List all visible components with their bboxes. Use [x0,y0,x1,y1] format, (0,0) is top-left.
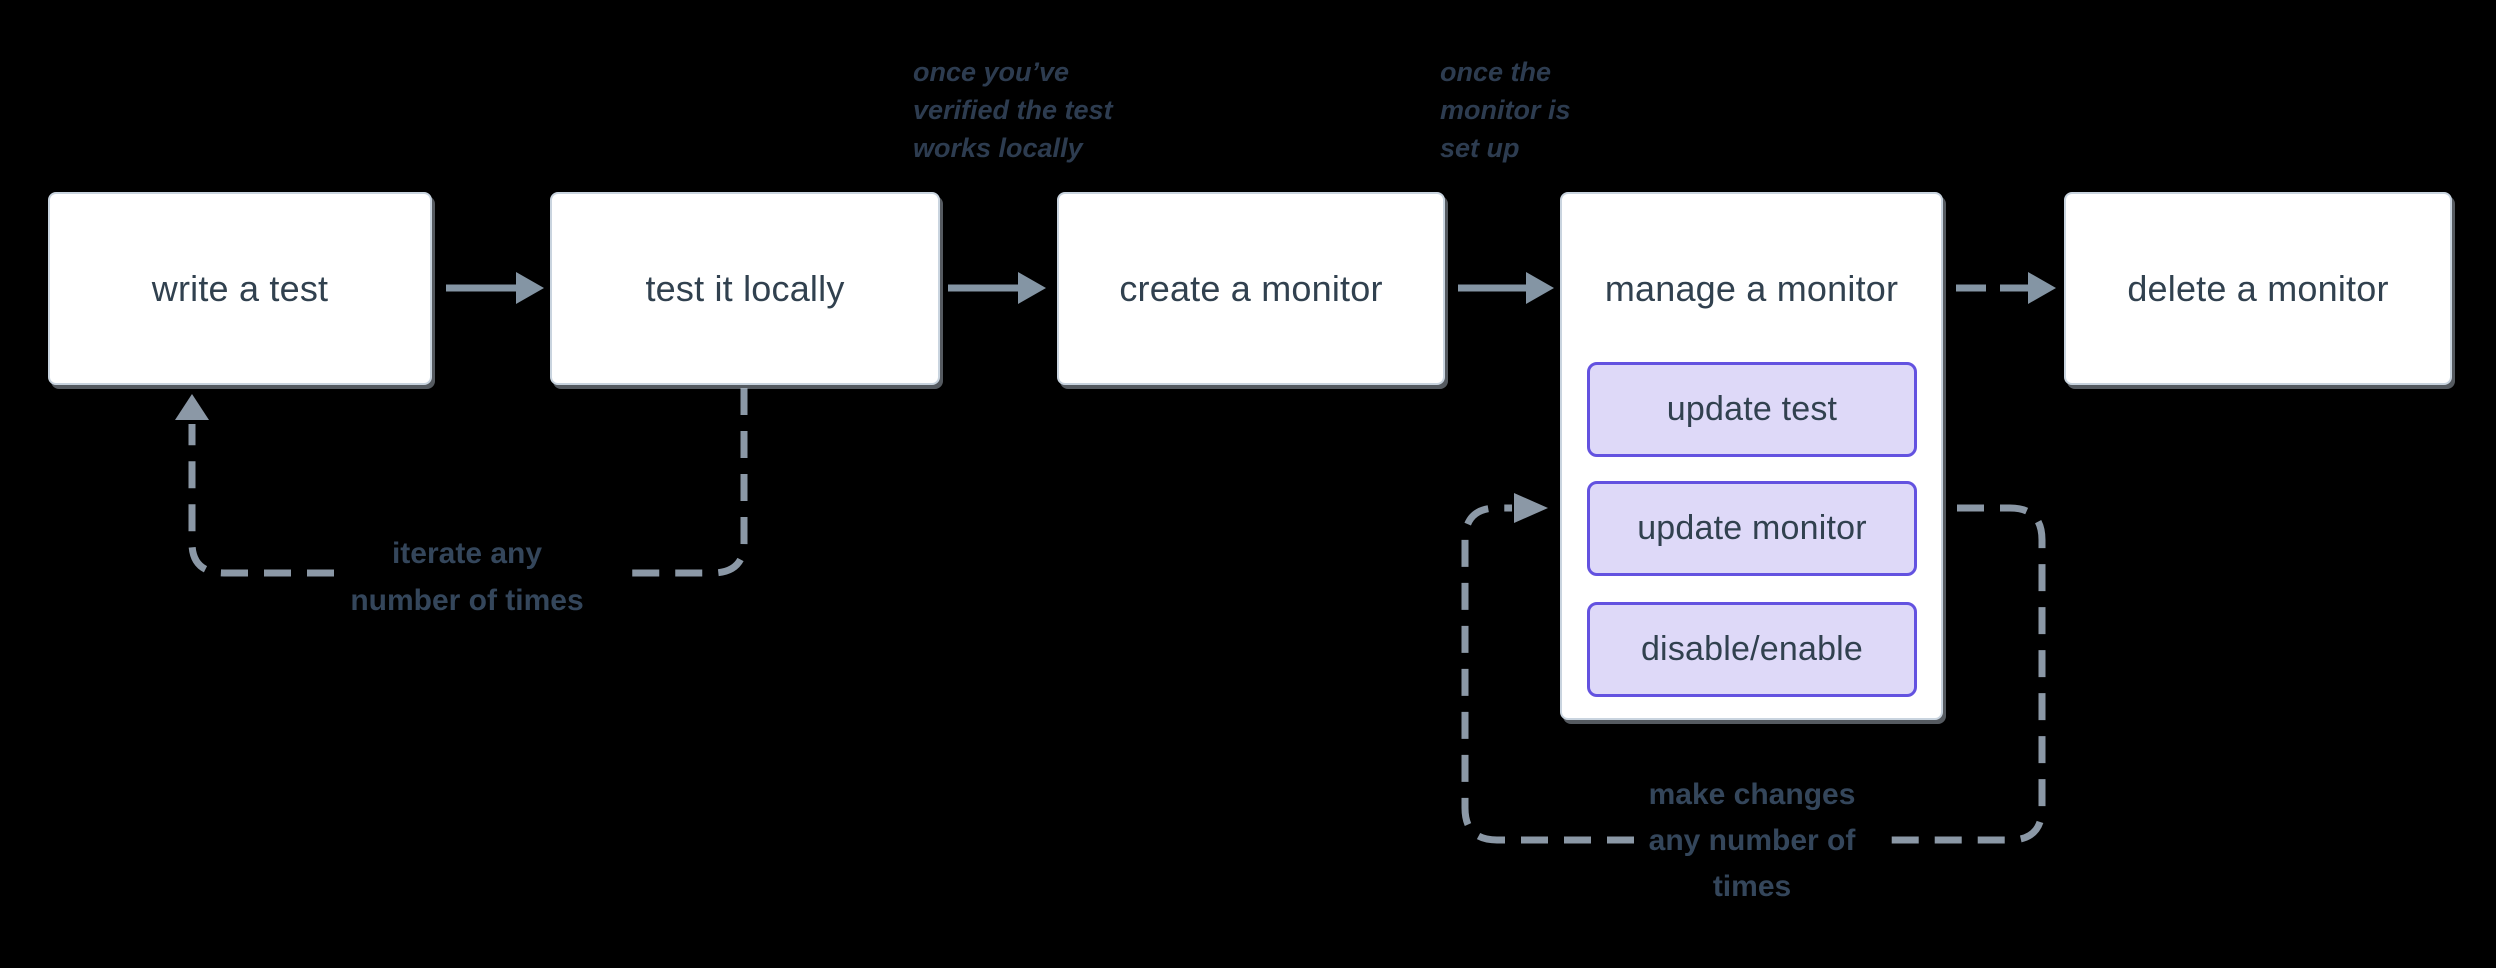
annotation-line: verified the test [913,95,1113,125]
annotation-monitor-set-up: once the monitor is set up [1440,53,1571,167]
node-label-manage-a-monitor: manage a monitor [1604,268,1899,309]
sub-button-label-update-monitor: update monitor [1637,509,1867,547]
arrowhead-manage-to-delete-icon [2028,272,2056,304]
loop-label-line: any number of [1648,824,1856,857]
annotation-line: set up [1440,133,1520,163]
sub-button-update-test: update test [1587,362,1917,457]
annotation-line: once the [1440,57,1552,87]
loop-iterate-right-segment [620,388,748,577]
node-label-delete-a-monitor: delete a monitor [2127,267,2389,309]
annotation-line: monitor is [1440,95,1571,125]
annotation-line: works locally [913,133,1083,163]
node-label-test-it-locally: test it locally [645,267,845,309]
sub-button-disable-enable: disable/enable [1587,602,1917,697]
loop-label-line: iterate any [391,537,543,570]
node-test-it-locally: test it locally [550,192,940,385]
node-label-write-a-test: write a test [151,267,329,309]
node-manage-a-monitor: manage a monitor update test update moni… [1560,192,1943,720]
annotation-line: once you’ve [913,57,1070,87]
arrowhead-write-to-test-icon [516,272,544,304]
sub-button-update-monitor: update monitor [1587,481,1917,576]
arrowhead-create-to-manage-icon [1526,272,1554,304]
node-label-create-a-monitor: create a monitor [1119,267,1383,309]
loop-label-make-changes: make changes any number of times [1582,772,1922,910]
loop-label-line: times [1712,870,1792,903]
arrowhead-test-to-create-icon [1018,272,1046,304]
node-write-a-test: write a test [48,192,432,385]
arrowhead-changes-loop-icon [1514,493,1548,523]
loop-label-iterate: iterate any number of times [297,530,637,624]
node-delete-a-monitor: delete a monitor [2064,192,2452,385]
arrowhead-iterate-loop-icon [175,394,209,420]
annotation-verified-locally: once you’ve verified the test works loca… [913,53,1113,167]
sub-button-label-update-test: update test [1666,390,1838,428]
loop-label-line: make changes [1648,778,1856,811]
sub-button-label-disable-enable: disable/enable [1640,630,1864,668]
loop-label-line: number of times [350,584,584,617]
node-create-a-monitor: create a monitor [1057,192,1445,385]
